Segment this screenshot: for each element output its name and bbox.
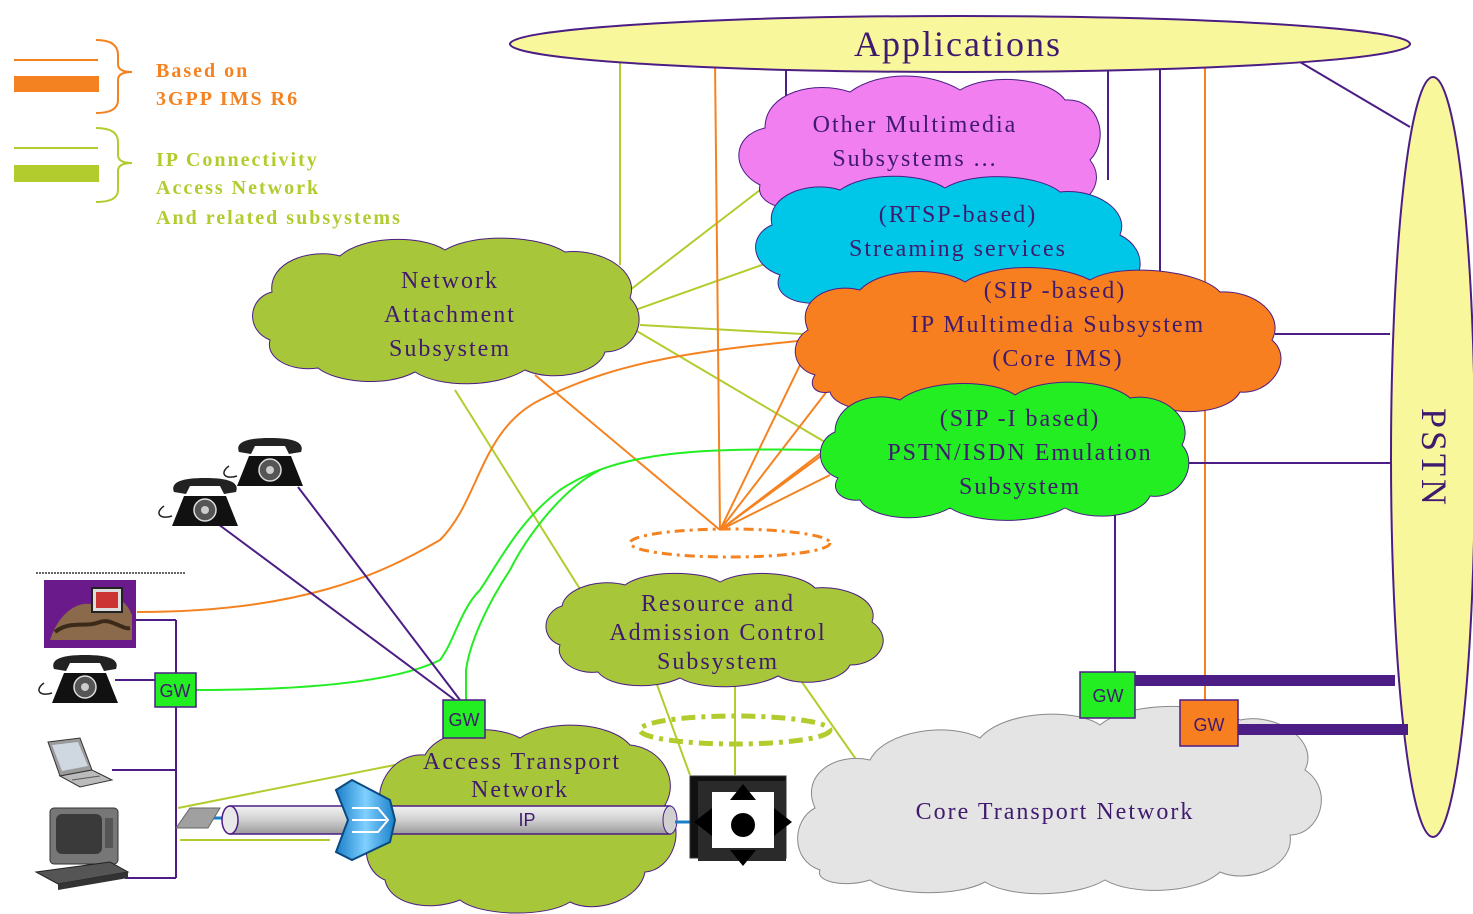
svg-text:GW: GW (160, 681, 191, 701)
ims-line-2: IP Multimedia Subsystem (911, 312, 1205, 338)
pes-line-3: Subsystem (959, 474, 1081, 500)
pstn-emulation-cloud: (SIP -I based) PSTN/ISDN Emulation Subsy… (819, 381, 1190, 521)
other-multimedia-line-1: Other Multimedia (813, 112, 1018, 138)
laptop-icon (47, 737, 114, 788)
streaming-line-1: (RTSP-based) (879, 202, 1038, 228)
ip-tube: IP (175, 805, 692, 835)
nass-line-1: Network (401, 268, 499, 294)
legend-orange-thick-bar (14, 76, 99, 92)
legend-green-brace (95, 127, 133, 203)
svg-text:GW: GW (449, 710, 480, 730)
legend-orange-text-1: Based on (156, 60, 249, 82)
ims-line-1: (SIP -based) (984, 278, 1126, 304)
legend-green-text-2: Access Network (156, 177, 320, 199)
network-attachment-cloud: Network Attachment Subsystem (252, 237, 640, 385)
core-router-icon (689, 775, 792, 866)
other-multimedia-line-2: Subsystems ... (832, 146, 997, 172)
pes-line-2: PSTN/ISDN Emulation (887, 440, 1152, 466)
applications-label: Applications (854, 24, 1062, 64)
core-transport-label: Core Transport Network (916, 799, 1195, 825)
gw-box-ims: GW (1179, 699, 1408, 747)
streaming-line-2: Streaming services (849, 236, 1067, 262)
racs-cloud: Resource and Admission Control Subsystem (545, 572, 884, 688)
telephone-icon-3 (38, 655, 118, 703)
legend-green-text-3: And related subsystems (156, 207, 402, 229)
nass-line-3: Subsystem (389, 336, 511, 362)
racs-line-1: Resource and (641, 591, 795, 617)
pstn-label: PSTN (1414, 408, 1454, 508)
ims-dashed-ellipse (628, 527, 832, 559)
core-transport-cloud: Core Transport Network (797, 705, 1322, 895)
gw-box-left: GW (154, 672, 197, 708)
multimedia-terminal-icon (36, 572, 185, 648)
legend-orange-brace (95, 39, 133, 114)
gw-box-pes: GW (1079, 671, 1395, 719)
racs-line-3: Subsystem (657, 649, 779, 675)
telephone-icon-1 (223, 438, 303, 486)
tv-settop-icon (34, 807, 130, 890)
nass-line-2: Attachment (384, 302, 516, 328)
access-node-icon (334, 778, 397, 862)
legend-green-thick-bar (14, 165, 99, 182)
applications-ellipse: Applications (509, 15, 1411, 73)
gw-box-access: GW (442, 699, 486, 739)
ims-cloud: (SIP -based) IP Multimedia Subsystem (Co… (794, 267, 1282, 418)
legend-green-text-1: IP Connectivity (156, 149, 319, 171)
transport-dashed-ellipse (637, 713, 833, 747)
tube-connector (175, 807, 221, 829)
pstn-ellipse: PSTN (1390, 76, 1473, 838)
atn-line-2: Network (471, 777, 569, 803)
legend: Based on 3GPP IMS R6 IP Connectivity Acc… (14, 39, 402, 229)
svg-text:GW: GW (1093, 686, 1124, 706)
svg-text:GW: GW (1194, 715, 1225, 735)
ip-label: IP (518, 810, 535, 830)
ims-line-3: (Core IMS) (992, 346, 1123, 372)
telephone-icon-2 (158, 478, 238, 526)
racs-line-2: Admission Control (609, 620, 826, 646)
atn-line-1: Access Transport (423, 749, 621, 775)
pes-line-1: (SIP -I based) (940, 406, 1100, 432)
legend-orange-text-2: 3GPP IMS R6 (156, 88, 299, 110)
